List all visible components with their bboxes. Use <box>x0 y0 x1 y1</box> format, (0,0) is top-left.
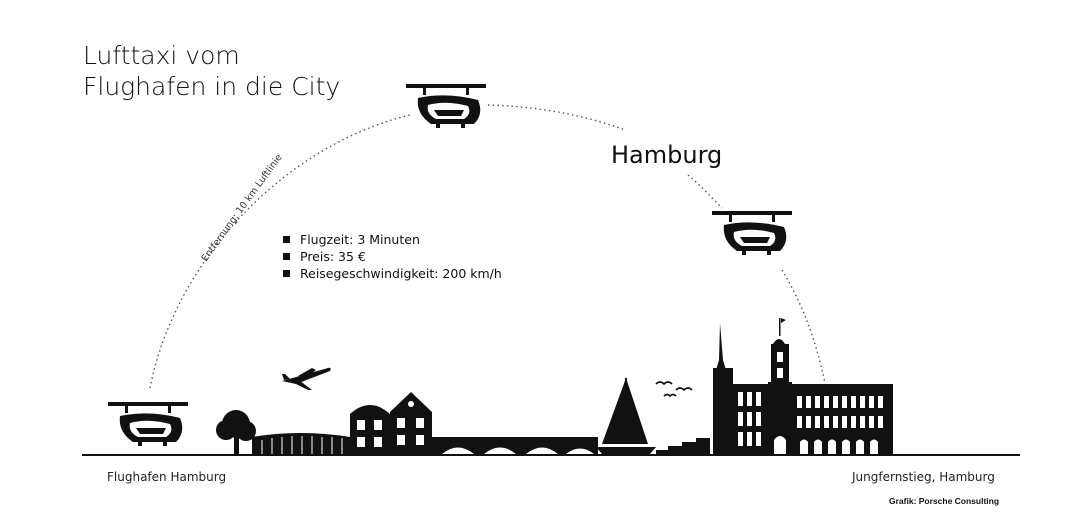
terminal-building <box>252 433 350 454</box>
flight-route-top <box>487 104 626 131</box>
flight-route <box>149 114 411 389</box>
ground-line <box>82 454 1020 456</box>
destination-city-label: Hamburg <box>611 141 723 169</box>
destination-label: Jungfernstieg, Hamburg <box>852 470 995 484</box>
title-line-2: Flughafen in die City <box>83 72 341 101</box>
bridge-icon <box>432 437 598 454</box>
air-taxi-icon <box>406 84 486 128</box>
tree-icon <box>216 410 256 454</box>
title-line-1: Lufttaxi vom <box>83 41 240 70</box>
airplane-icon <box>282 367 331 390</box>
fact-flight-time: Flugzeit: 3 Minuten <box>283 231 502 248</box>
fact-cruise-speed: Reisegeschwindigkeit: 200 km/h <box>283 265 502 282</box>
graphic-credit: Grafik: Porsche Consulting <box>889 496 1000 506</box>
flight-route-mid <box>687 174 723 209</box>
flight-facts-list: Flugzeit: 3 Minuten Preis: 35 € Reiseges… <box>283 231 502 282</box>
houses <box>350 392 432 454</box>
diagram-title: Lufttaxi vom Flughafen in die City <box>83 40 340 102</box>
birds-icon <box>655 381 693 398</box>
origin-label: Flughafen Hamburg <box>107 470 227 484</box>
stairs <box>656 438 710 454</box>
air-taxi-icon <box>712 211 792 255</box>
air-taxi-icon <box>108 402 188 446</box>
sailboat-icon <box>596 378 656 454</box>
fact-price: Preis: 35 € <box>283 248 502 265</box>
route-distance-label: Entfernung: 10 km Luftlinie <box>200 152 285 264</box>
city-hall-icon <box>713 318 893 454</box>
